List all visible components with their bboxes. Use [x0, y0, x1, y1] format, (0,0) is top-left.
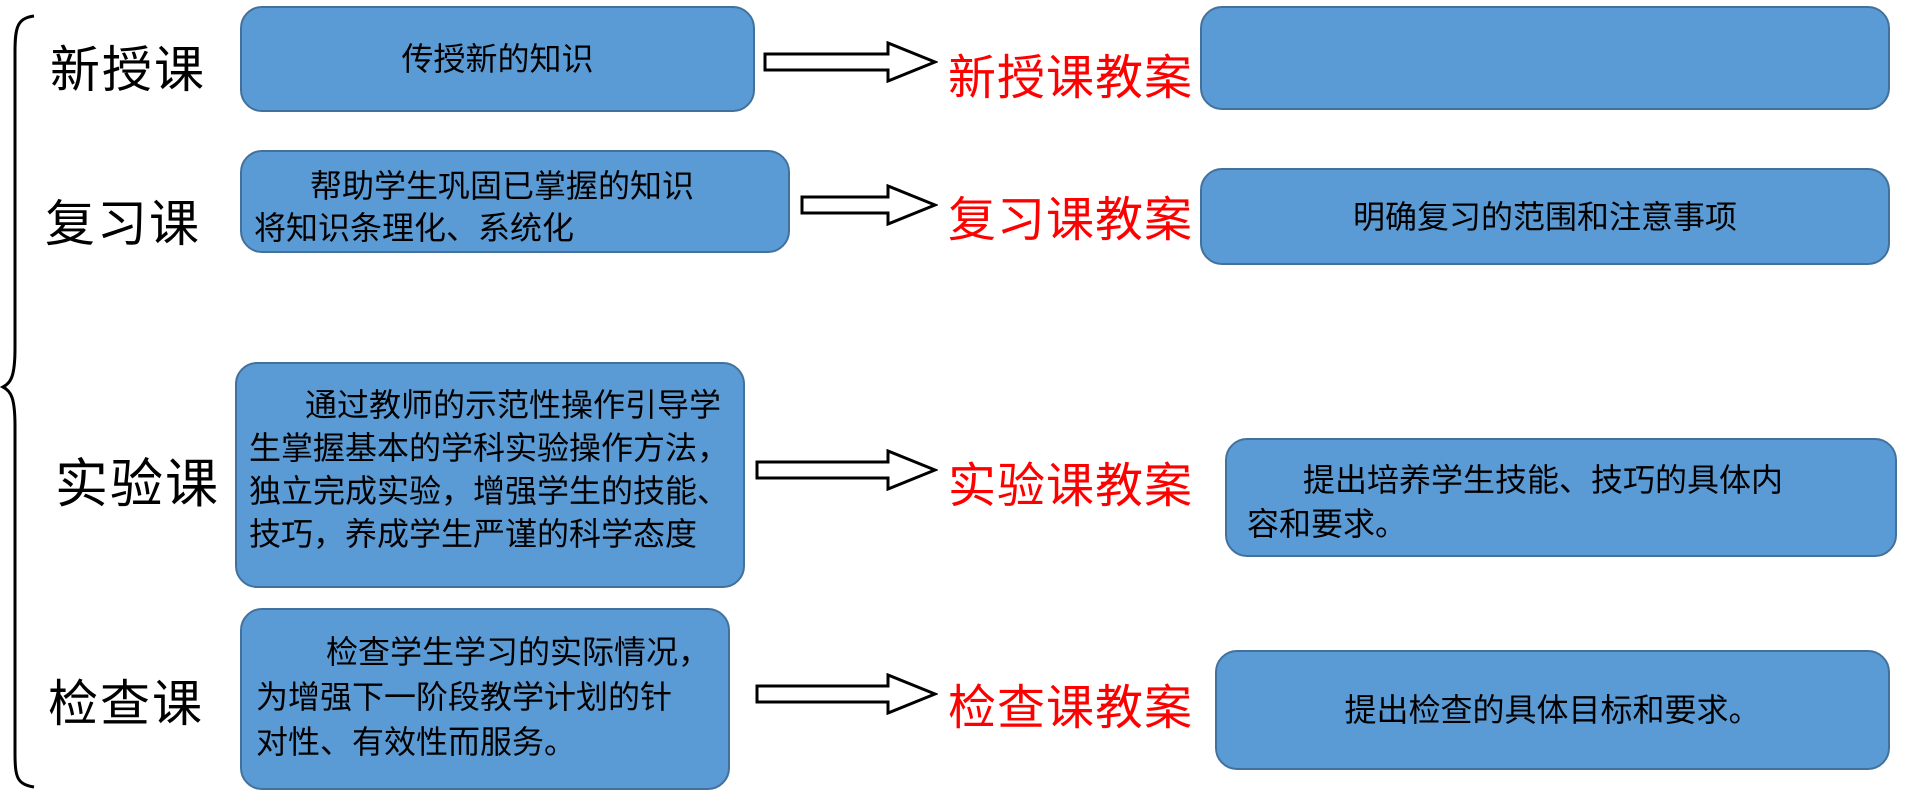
row2-description-line: 帮助学生巩固已掌握的知识: [310, 168, 695, 204]
row2-description-box: 帮助学生巩固已掌握的知识 将知识条理化、系统化: [240, 150, 790, 253]
row1-plan-label: 新授课教案: [948, 52, 1194, 105]
row1-flow-arrow-icon: [763, 41, 938, 83]
row2-plan-label: 复习课教案: [948, 194, 1194, 247]
row4-note-text: 提出检查的具体目标和要求。: [1344, 692, 1761, 728]
row3-description-line: 技巧，养成学生严谨的科学态度: [249, 516, 698, 552]
row4-flow-arrow-icon: [755, 673, 938, 715]
row4-description-line: 为增强下一阶段教学计划的针: [256, 679, 673, 715]
row4-plan-label: 检查课教案: [948, 682, 1194, 735]
row3-description-line: 生掌握基本的学科实验操作方法，: [249, 430, 730, 466]
row3-plan-label: 实验课教案: [948, 460, 1194, 513]
row4-description-box: 检查学生学习的实际情况， 为增强下一阶段教学计划的针 对性、有效性而服务。: [240, 608, 730, 790]
row3-description-line: 独立完成实验，增强学生的技能、: [249, 473, 730, 509]
row2-flow-arrow-icon: [800, 184, 938, 226]
row1-description-box: 传授新的知识: [240, 6, 755, 112]
row1-label: 新授课: [50, 42, 206, 98]
row2-description-line: 将知识条理化、系统化: [254, 210, 575, 246]
left-curly-brace-icon: [0, 14, 35, 789]
row1-description-text: 传授新的知识: [401, 41, 594, 77]
row2-label: 复习课: [45, 196, 201, 252]
row4-note-box: 提出检查的具体目标和要求。: [1215, 650, 1890, 770]
row1-note-box: [1200, 6, 1890, 110]
row3-label: 实验课: [55, 455, 220, 514]
row3-note-line: 提出培养学生技能、技巧的具体内: [1303, 462, 1784, 498]
row4-label: 检查课: [48, 676, 204, 732]
row3-note-box: 提出培养学生技能、技巧的具体内 容和要求。: [1225, 438, 1897, 557]
row2-note-text: 明确复习的范围和注意事项: [1352, 198, 1737, 235]
row4-description-line: 检查学生学习的实际情况，: [326, 634, 711, 670]
row4-description-line: 对性、有效性而服务。: [256, 724, 577, 760]
row3-note-line: 容和要求。: [1247, 506, 1408, 542]
row3-description-line: 通过教师的示范性操作引导学: [305, 387, 722, 423]
row2-note-box: 明确复习的范围和注意事项: [1200, 168, 1890, 265]
row3-flow-arrow-icon: [755, 449, 938, 491]
row3-description-box: 通过教师的示范性操作引导学 生掌握基本的学科实验操作方法， 独立完成实验，增强学…: [235, 362, 745, 588]
